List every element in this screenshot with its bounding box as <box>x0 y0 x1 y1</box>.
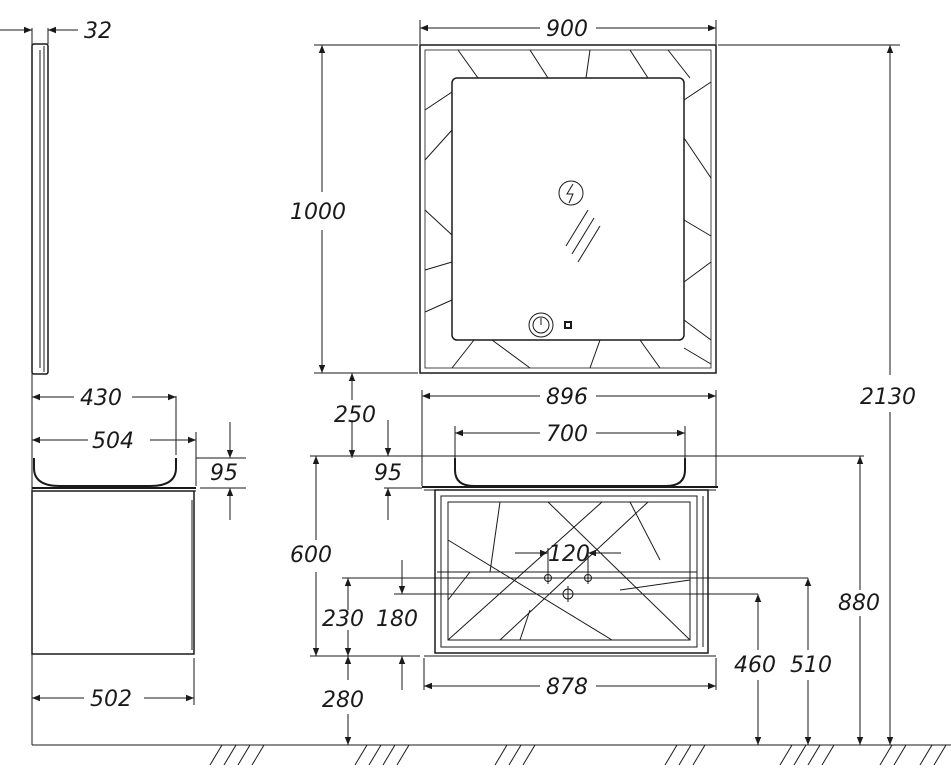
lightning-circle-icon <box>558 180 584 206</box>
floor-line <box>32 744 951 766</box>
dim-side-mirror-depth: 32 <box>84 19 112 44</box>
mirror-front <box>419 44 717 374</box>
side-basin <box>32 458 196 492</box>
dim-mirror-width: 900 <box>546 17 588 42</box>
dim-mirror-height: 1000 <box>290 200 346 225</box>
mirror-dimensions: 900 1000 2130 <box>290 17 916 745</box>
dim-drain-height-b: 180 <box>376 607 418 632</box>
dim-basin-width: 700 <box>546 422 588 447</box>
dim-cabinet-depth: 502 <box>90 687 132 712</box>
mirror-glare-lines <box>565 209 601 263</box>
dim-front-sink-height: 95 <box>374 461 402 486</box>
dim-sink-depth-full: 504 <box>92 429 134 454</box>
dim-cabinet-width: 878 <box>546 675 588 700</box>
side-mirror-profile <box>31 43 49 375</box>
side-view: 32 430 504 95 502 <box>0 19 246 745</box>
dim-height-460: 460 <box>734 653 776 678</box>
dim-total-height: 2130 <box>860 385 916 410</box>
dim-sink-width: 896 <box>546 385 588 410</box>
dim-height-510: 510 <box>790 653 832 678</box>
dim-side-sink-height: 95 <box>210 461 238 486</box>
cabinet-dimensions: 250 896 700 95 600 120 230 <box>290 373 880 745</box>
cabinet-door-pattern <box>447 501 691 641</box>
dim-leg-height: 280 <box>322 688 364 713</box>
dim-height-880: 880 <box>838 591 880 616</box>
dim-cabinet-height: 600 <box>290 543 332 568</box>
dim-drain-height-a: 230 <box>322 607 364 632</box>
side-cabinet <box>31 490 195 655</box>
dim-sink-depth-top: 430 <box>80 386 122 411</box>
power-icon[interactable] <box>528 312 572 338</box>
mirror-frame-tiles <box>424 49 712 369</box>
sink-front <box>422 458 718 491</box>
dim-mirror-gap: 250 <box>334 403 376 428</box>
dim-drain-spacing: 120 <box>548 542 590 567</box>
cabinet-front <box>424 489 716 657</box>
